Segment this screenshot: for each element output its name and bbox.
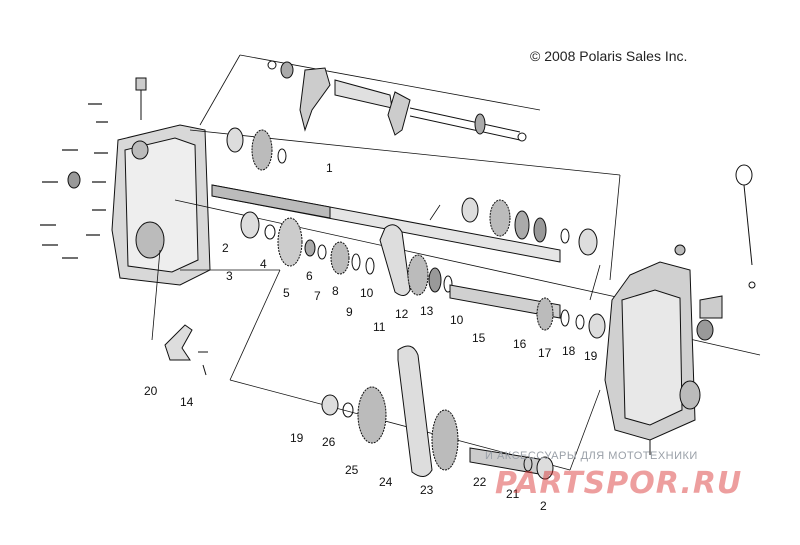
copyright-notice: © 2008 Polaris Sales Inc. <box>530 48 688 64</box>
callout: 16 <box>513 337 527 351</box>
callout: 23 <box>420 483 434 497</box>
callout: 2 <box>222 241 229 255</box>
callout: 8 <box>332 284 339 298</box>
left-bolts <box>40 103 108 259</box>
right-housing <box>604 244 723 455</box>
callout: 19 <box>584 349 598 363</box>
callout: 24 <box>379 475 393 489</box>
callout: 15 <box>472 331 486 345</box>
callout: 11 <box>373 320 386 334</box>
callout: 25 <box>345 463 359 477</box>
callout: 17 <box>538 346 552 360</box>
callout: 14 <box>180 395 194 409</box>
callout: 10 <box>360 286 374 300</box>
upper-gears <box>226 127 287 171</box>
callout: 21 <box>506 487 520 501</box>
callout: 1 <box>326 161 333 175</box>
callout: 3 <box>226 269 233 283</box>
main-shaft <box>211 184 561 263</box>
callout: 7 <box>314 289 321 303</box>
callout: 9 <box>346 305 353 319</box>
bracket <box>164 324 193 361</box>
main-shaft-gears <box>240 211 375 275</box>
callout: 2 <box>540 499 547 513</box>
callout-labels: 1 2 3 4 5 6 7 8 9 10 11 12 13 10 15 16 1… <box>144 161 598 513</box>
belt-upper <box>379 224 411 296</box>
callout: 6 <box>306 269 313 283</box>
left-housing <box>111 77 211 286</box>
callout: 12 <box>395 307 409 321</box>
upper-right-gears <box>461 197 598 256</box>
callout: 26 <box>322 435 336 449</box>
callout: 22 <box>473 475 487 489</box>
callout: 5 <box>283 286 290 300</box>
callout: 18 <box>562 344 576 358</box>
callout: 10 <box>450 313 464 327</box>
shift-forks <box>267 60 527 142</box>
callout: 19 <box>290 431 304 445</box>
right-gear-set <box>407 254 606 339</box>
watermark-logo: PARTSPOR.RU <box>495 466 743 501</box>
watermark-text: И АКСЕССУАРЫ ДЛЯ МОТОТЕХНИКИ <box>485 450 698 462</box>
dipstick <box>735 164 756 289</box>
callout: 13 <box>420 304 434 318</box>
callout: 4 <box>260 257 267 271</box>
lower-assembly <box>321 345 554 480</box>
callout: 20 <box>144 384 158 398</box>
